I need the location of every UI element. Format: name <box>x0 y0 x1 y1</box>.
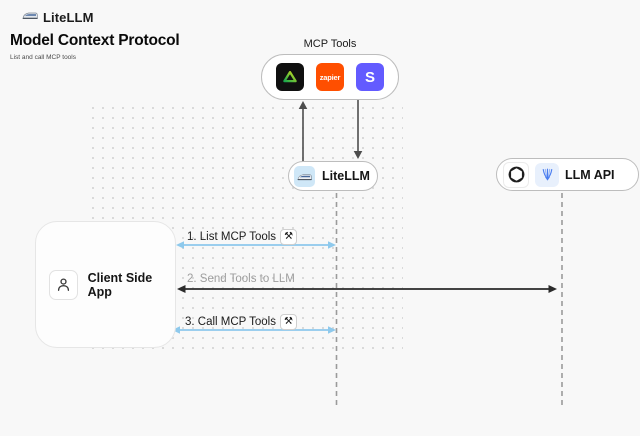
litellm-node-label: LiteLLM <box>322 169 370 183</box>
litellm-train-logo-icon <box>22 8 38 26</box>
flow-2-label: 2. Send Tools to LLM <box>187 273 295 285</box>
hammer-wrench-glyph: ⚒ <box>284 316 293 327</box>
client-node-label: Client Side App <box>87 270 153 299</box>
zapier-icon-label: zapier <box>319 72 341 82</box>
brand: LiteLLM <box>22 8 94 26</box>
hammer-wrench-icon: ⚒ <box>279 314 297 330</box>
llm-api-node-label: LLM API <box>565 167 615 182</box>
flow-2-text: 2. Send Tools to LLM <box>187 273 295 285</box>
user-icon <box>49 269 78 300</box>
client-side-app-node: Client Side App <box>35 221 176 348</box>
stripe-icon-label: S <box>364 68 375 86</box>
flow-3-text: 3. Call MCP Tools <box>185 316 276 328</box>
page-title: Model Context Protocol <box>10 32 180 49</box>
page-subtitle: List and call MCP tools <box>10 54 76 61</box>
flow-1-label: 1. List MCP Tools ⚒ <box>187 229 298 245</box>
litellm-train-icon <box>294 165 315 187</box>
brand-name: LiteLLM <box>43 9 94 25</box>
zapier-icon: zapier <box>316 63 344 91</box>
flow-1-text: 1. List MCP Tools <box>187 231 277 243</box>
llm-api-node: LLM API <box>496 158 639 191</box>
hammer-wrench-glyph: ⚒ <box>284 231 294 242</box>
triangle-tool-icon <box>276 63 304 91</box>
mcp-tools-label: MCP Tools <box>303 38 357 50</box>
hammer-wrench-icon: ⚒ <box>280 229 298 245</box>
mcp-tools-node: zapier S <box>261 54 399 100</box>
stripe-icon: S <box>356 63 384 91</box>
openai-icon <box>503 161 529 188</box>
litellm-node: LiteLLM <box>288 161 378 191</box>
flow-3-label: 3. Call MCP Tools ⚒ <box>185 314 297 330</box>
llm-provider-icon <box>535 162 559 187</box>
